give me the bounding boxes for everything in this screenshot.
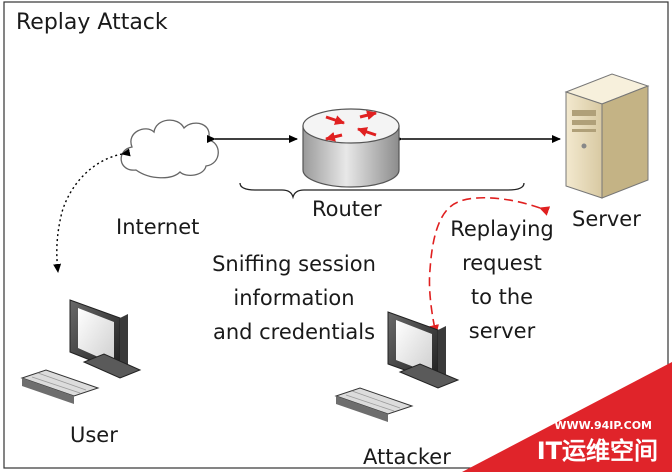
frame-border xyxy=(3,1,669,469)
sniffing-caption: Sniffing session information and credent… xyxy=(194,247,394,349)
server-icon xyxy=(564,73,650,199)
server-label: Server xyxy=(572,207,641,231)
watermark: WWW.94IP.COM IT运维空间 xyxy=(442,362,672,472)
replay-attack-link xyxy=(428,196,551,335)
user-internet-link xyxy=(53,148,131,273)
replaying-line: to the xyxy=(470,285,534,309)
replaying-caption: Replaying request to the server xyxy=(438,212,566,348)
replaying-line: Replaying xyxy=(450,217,554,241)
sniffing-line: Sniffing session xyxy=(212,252,376,276)
diagram-title: Replay Attack xyxy=(16,10,168,35)
replaying-line: request xyxy=(462,251,542,275)
sniffing-line: and credentials xyxy=(212,320,376,344)
network-brace xyxy=(239,182,525,200)
internet-cloud-icon xyxy=(120,119,219,179)
attacker-label: Attacker xyxy=(363,445,451,469)
internet-label: Internet xyxy=(116,215,200,239)
watermark-url: WWW.94IP.COM xyxy=(554,419,652,432)
replaying-line: server xyxy=(468,319,536,343)
user-computer-icon xyxy=(20,299,142,404)
user-label: User xyxy=(70,423,118,447)
sniffing-line: information xyxy=(233,286,355,310)
router-icon xyxy=(302,108,400,188)
attacker-computer-icon xyxy=(334,311,460,422)
router-label: Router xyxy=(312,197,382,221)
watermark-brand: IT运维空间 xyxy=(536,437,658,465)
watermark-banner xyxy=(462,362,672,472)
